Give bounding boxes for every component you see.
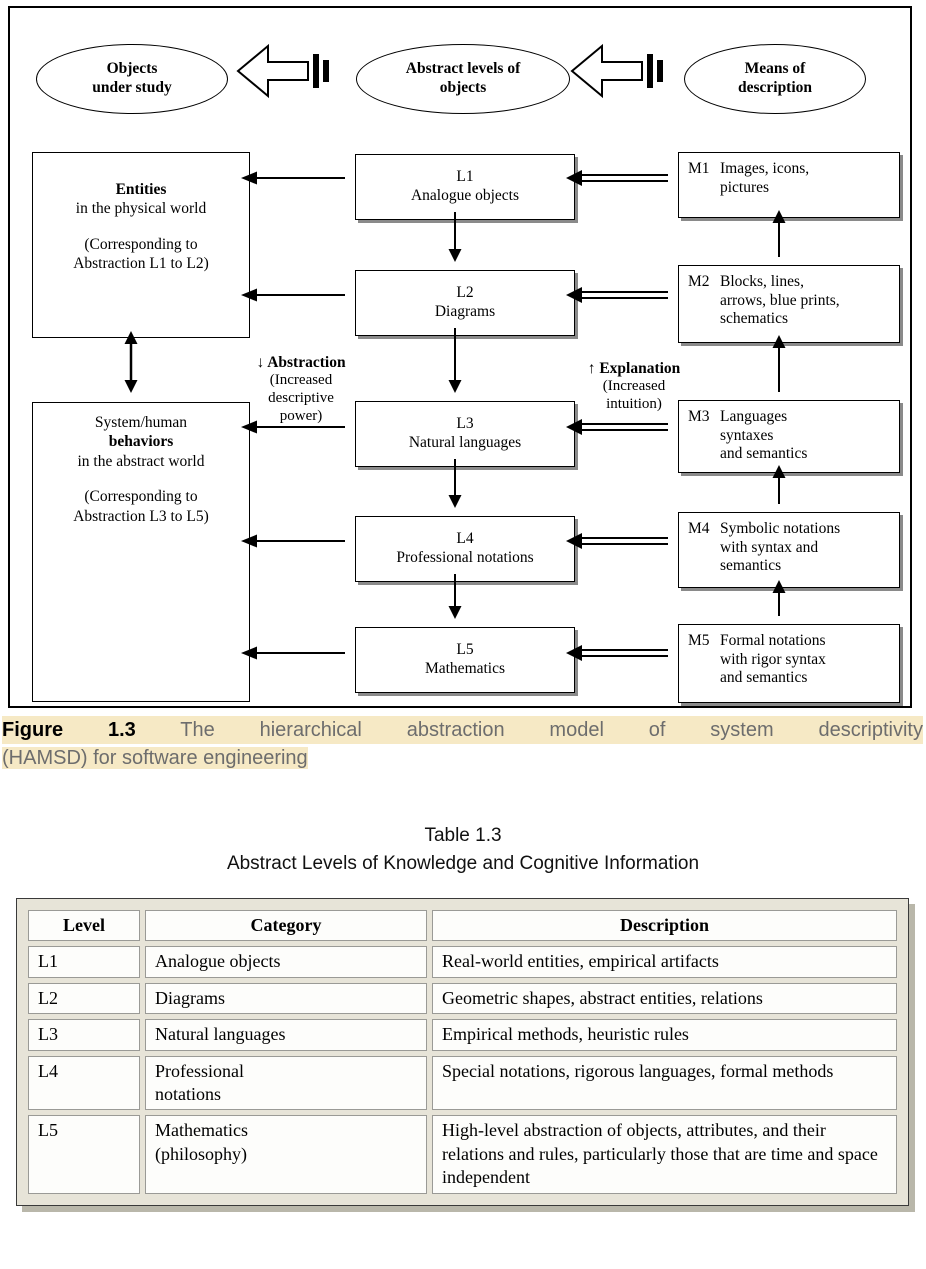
m4-id: M4 [688,520,710,537]
behaviors-note: (Corresponding to Abstraction L3 to L5) [73,488,209,525]
cell-category: Natural languages [145,1019,427,1051]
table-row: L3 Natural languages Empirical methods, … [28,1019,897,1051]
figure-label: Figure 1.3 [2,719,136,741]
cell-description: High-level abstraction of objects, attri… [432,1115,897,1194]
cell-description: Geometric shapes, abstract entities, rel… [432,982,897,1015]
l2-id: L2 [456,284,474,302]
entities-box: Entities in the physical world (Correspo… [32,152,250,338]
cell-category: Mathematics (philosophy) [145,1115,427,1194]
table-row: L4 Professional notations Special notati… [28,1055,897,1111]
table-row: L2 Diagrams Geometric shapes, abstract e… [28,982,897,1015]
cell-level: L2 [28,982,140,1015]
means-box-m4: M4 Symbolic notations with syntax and se… [678,512,900,588]
figure-caption-text: The hierarchical abstraction model of sy… [180,719,923,741]
level-box-l2: L2 Diagrams [355,270,575,336]
cell-description: Special notations, rigorous languages, f… [432,1055,897,1111]
cell-description: Empirical methods, heuristic rules [432,1019,897,1051]
header-category: Category [145,910,427,942]
cell-category: Professional notations [145,1055,427,1111]
abstraction-title: ↓ Abstraction [256,354,346,371]
means-box-m2: M2 Blocks, lines, arrows, blue prints, s… [678,265,900,343]
m4-text: Symbolic notations with syntax and seman… [720,520,841,575]
diagram-frame: Objects under study Abstract levels of o… [8,6,912,708]
level-box-l3: L3 Natural languages [355,401,575,467]
ellipse-objects-under-study: Objects under study [36,44,228,114]
level-box-l1: L1 Analogue objects [355,154,575,220]
table-row: L5 Mathematics (philosophy) High-level a… [28,1115,897,1194]
l5-id: L5 [456,641,474,659]
figure-caption: Figure 1.3 The hierarchical abstraction … [2,716,923,772]
l2-label: Diagrams [434,303,496,320]
level-box-l5: L5 Mathematics [355,627,575,693]
header-level: Level [28,910,140,942]
cell-category: Diagrams [145,982,427,1015]
ellipse-objects-label: Objects under study [92,60,172,96]
behaviors-bold: behaviors [108,433,174,451]
means-box-m1: M1 Images, icons, pictures [678,152,900,218]
explanation-annotation: ↑ Explanation (Increased intuition) [578,360,690,414]
m5-text: Formal notations with rigor syntax and s… [720,632,826,687]
behaviors-line2: in the abstract world [77,452,205,470]
header-description: Description [432,910,897,942]
cell-level: L5 [28,1115,140,1194]
means-box-m5: M5 Formal notations with rigor syntax an… [678,624,900,703]
means-box-m3: M3 Languages syntaxes and semantics [678,400,900,473]
entities-bold: Entities [115,181,167,198]
table-heading: Table 1.3 Abstract Levels of Knowledge a… [0,822,926,877]
cell-level: L1 [28,946,140,978]
cell-level: L4 [28,1055,140,1111]
figure-caption-line2: (HAMSD) for software engineering [2,744,923,772]
l3-label: Natural languages [408,434,522,451]
m3-text: Languages syntaxes and semantics [720,408,808,463]
behaviors-box: System/human behaviors in the abstract w… [32,402,250,702]
knowledge-table: Level Category Description L1 Analogue o… [16,898,909,1206]
cell-level: L3 [28,1019,140,1051]
abstraction-annotation: ↓ Abstraction (Increased descriptive pow… [240,354,362,425]
figure-caption-line1: Figure 1.3 The hierarchical abstraction … [2,716,923,744]
m5-id: M5 [688,632,710,649]
m2-id: M2 [688,273,710,290]
l1-label: Analogue objects [410,187,520,204]
ellipse-means-of-description: Means of description [684,44,866,114]
table-subtitle: Abstract Levels of Knowledge and Cogniti… [226,852,700,874]
l1-id: L1 [456,168,474,186]
m1-id: M1 [688,160,710,177]
table-title: Table 1.3 [424,825,502,846]
abstraction-note: (Increased descriptive power) [268,372,334,424]
abstract-levels-table: Level Category Description L1 Analogue o… [23,905,902,1199]
l5-label: Mathematics [424,660,506,677]
ellipse-means-label: Means of description [737,60,813,96]
behaviors-line1: System/human [94,414,188,431]
ellipse-abstract-label: Abstract levels of objects [405,60,521,96]
level-box-l4: L4 Professional notations [355,516,575,582]
explanation-title: ↑ Explanation [587,360,681,377]
explanation-note: (Increased intuition) [602,378,666,412]
l4-id: L4 [456,530,474,548]
ellipse-abstract-levels: Abstract levels of objects [356,44,570,114]
cell-category: Analogue objects [145,946,427,978]
l4-label: Professional notations [396,549,534,566]
cell-description: Real-world entities, empirical artifacts [432,946,897,978]
m3-id: M3 [688,408,710,425]
entities-line2: in the physical world [75,200,207,218]
figure-caption-text2: (HAMSD) for software engineering [2,747,308,769]
table-row: L1 Analogue objects Real-world entities,… [28,946,897,978]
table-header-row: Level Category Description [28,910,897,942]
entities-note: (Corresponding to Abstraction L1 to L2) [73,235,209,273]
l3-id: L3 [456,415,474,433]
m2-text: Blocks, lines, arrows, blue prints, sche… [720,273,840,328]
m1-text: Images, icons, pictures [720,160,810,196]
